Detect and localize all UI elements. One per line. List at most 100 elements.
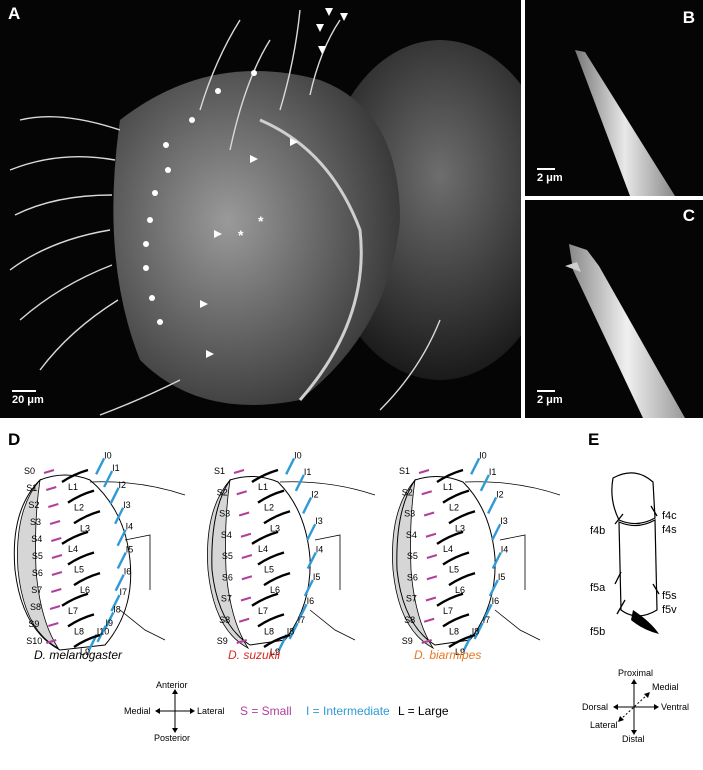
- large-bristle-mark: [448, 510, 476, 525]
- intermediate-bristle-label: I3: [123, 500, 131, 510]
- species-label-melanogaster: D. melanogaster: [34, 648, 123, 662]
- intermediate-bristle-mark: [473, 622, 484, 640]
- intermediate-bristle-mark: [114, 574, 125, 592]
- legend-large: L = Large: [398, 704, 449, 718]
- intermediate-bristle-label: I5: [126, 544, 134, 554]
- intermediate-bristle-label: I7: [119, 587, 127, 597]
- species-label-suzukii: D. suzukii: [228, 648, 281, 662]
- panel-c-scale-bar: 2 μm: [537, 390, 563, 406]
- small-bristle-mark: [50, 537, 62, 542]
- small-bristle-mark: [45, 486, 57, 491]
- large-bristle-mark: [73, 571, 101, 587]
- intermediate-bristle-mark: [491, 551, 502, 570]
- intermediate-bristle-mark: [306, 523, 317, 541]
- small-bristle-label: S6: [407, 572, 418, 582]
- intermediate-bristle-label: I5: [498, 572, 506, 582]
- small-bristle-label: S2: [28, 500, 39, 510]
- panel-d-schematics: S0S1S2S3S4S5S6S7S8S9S10I0I1I2I3I4I5I6I7I…: [13, 450, 561, 657]
- large-bristle-label: L6: [80, 585, 90, 595]
- intermediate-bristle-mark: [95, 457, 106, 475]
- schematic-outline: [13, 474, 132, 651]
- large-bristle-mark: [73, 633, 101, 648]
- small-bristle-mark: [423, 511, 435, 517]
- large-bristle-mark: [442, 551, 470, 566]
- e-label-f5a: f5a: [590, 582, 606, 594]
- panel-b-scale-text: 2 μm: [537, 172, 563, 184]
- large-bristle-label: L1: [443, 482, 453, 492]
- large-bristle-mark: [67, 489, 95, 504]
- e-label-f4c: f4c: [662, 510, 677, 522]
- small-bristle-mark: [241, 554, 253, 559]
- compass-e-lateral: Lateral: [590, 720, 618, 730]
- small-bristle-label: S5: [32, 551, 43, 561]
- schematic-shaded-rim: [17, 478, 60, 650]
- small-bristle-label: S1: [399, 466, 410, 476]
- panel-b-scale-bar: 2 μm: [537, 168, 563, 184]
- schematic-suzukii: S1S2S3S4S5S6S7S8S9I0I1I2I3I4I5I6I7I8L1L2…: [207, 450, 376, 657]
- panel-a-label: A: [8, 4, 21, 23]
- panel-a-sem-image: * * A 20 μm: [0, 0, 521, 418]
- compass-d-lateral: Lateral: [197, 706, 225, 716]
- large-bristle-label: L9: [80, 647, 90, 657]
- large-bristle-mark: [67, 613, 95, 628]
- intermediate-bristle-label: I1: [489, 467, 497, 477]
- intermediate-bristle-label: I0: [104, 450, 112, 460]
- intermediate-bristle-mark: [285, 457, 296, 475]
- large-bristle-label: L5: [264, 565, 274, 575]
- intermediate-bristle-mark: [116, 551, 127, 570]
- intermediate-bristle-label: I8: [472, 627, 480, 637]
- small-bristle-label: S5: [407, 551, 418, 561]
- large-bristle-label: L8: [449, 626, 459, 636]
- intermediate-bristle-mark: [109, 487, 120, 505]
- large-bristle-mark: [67, 551, 95, 566]
- small-bristle-label: S2: [402, 487, 413, 497]
- small-bristle-mark: [426, 554, 438, 559]
- large-bristle-label: L5: [449, 565, 459, 575]
- svg-text:*: *: [238, 227, 244, 243]
- large-bristle-label: L4: [68, 544, 78, 554]
- schematic-joint-outline: [464, 481, 561, 641]
- small-bristle-mark: [43, 469, 55, 474]
- intermediate-bristle-label: I3: [315, 516, 323, 526]
- intermediate-bristle-mark: [488, 579, 499, 597]
- small-bristle-mark: [236, 639, 248, 644]
- intermediate-bristle-mark: [96, 625, 107, 643]
- panel-c-sem-image: C 2 μm: [525, 200, 703, 418]
- large-bristle-mark: [436, 468, 464, 483]
- small-bristle-mark: [240, 596, 252, 602]
- large-bristle-label: L2: [264, 503, 274, 513]
- large-bristle-label: L9: [455, 647, 465, 657]
- e-label-f5v: f5v: [662, 604, 677, 616]
- e-label-f4s: f4s: [662, 524, 677, 536]
- compass-e-arrows: [613, 679, 659, 735]
- e-label-f4b: f4b: [590, 525, 606, 537]
- large-bristle-mark: [61, 592, 89, 607]
- large-bristle-label: L1: [258, 482, 268, 492]
- small-bristle-label: S6: [32, 568, 43, 578]
- panel-d-label: D: [8, 430, 21, 449]
- large-bristle-label: L7: [443, 606, 453, 616]
- intermediate-bristle-mark: [103, 470, 114, 488]
- legend-intermediate: I = Intermediate: [306, 704, 390, 718]
- large-bristle-label: L1: [68, 482, 78, 492]
- compass-e-medial: Medial: [652, 682, 679, 692]
- intermediate-bristle-label: I2: [311, 489, 319, 499]
- small-bristle-mark: [48, 503, 59, 508]
- small-bristle-mark: [51, 554, 63, 559]
- intermediate-bristle-label: I6: [124, 567, 132, 577]
- intermediate-bristle-mark: [491, 523, 502, 541]
- small-bristle-mark: [49, 605, 61, 610]
- compass-d: Anterior Posterior Medial Lateral: [120, 680, 230, 744]
- intermediate-bristle-mark: [110, 594, 121, 612]
- intermediate-bristle-mark: [306, 551, 317, 570]
- bristle-tip-illustration-c: [565, 244, 685, 418]
- compass-e-proximal: Proximal: [618, 668, 654, 678]
- large-bristle-label: L3: [270, 523, 280, 533]
- large-bristle-mark: [257, 613, 285, 628]
- schematic-joint-outline: [89, 481, 186, 641]
- schematic-melanogaster: S0S1S2S3S4S5S6S7S8S9S10I0I1I2I3I4I5I6I7I…: [13, 450, 186, 657]
- panel-e-label: E: [588, 430, 600, 449]
- large-bristle-label: L5: [74, 565, 84, 575]
- small-bristle-label: S9: [217, 636, 228, 646]
- intermediate-bristle-mark: [470, 457, 481, 475]
